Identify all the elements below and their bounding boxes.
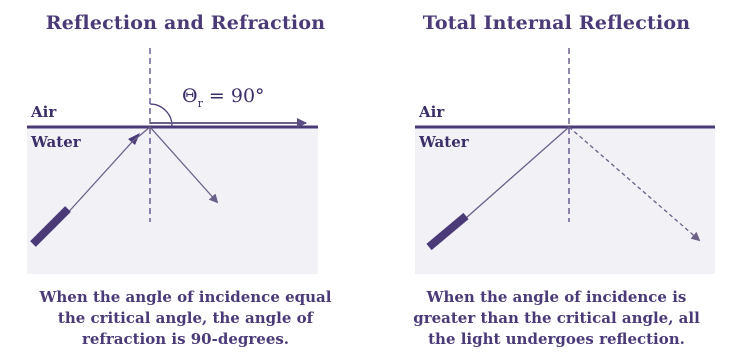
total-internal-reflection-panel: Total Internal Reflection Air Water When… [371,0,742,356]
reflected-ray [568,126,701,242]
caption-line: greater than the critical angle, all [413,309,700,327]
flashlight-icon [426,212,469,251]
angle-symbol: Θ [182,85,198,107]
caption-line: When the angle of incidence is [426,288,687,306]
incident-arrowhead [128,133,140,145]
right-diagram-svg [415,48,715,251]
panel-title: Reflection and Refraction [45,12,326,34]
air-label: Air [419,103,445,121]
caption-line: refraction is 90-degrees. [81,330,290,348]
flashlight-icon [30,206,71,247]
caption-line: the critical angle, the angle of [57,309,314,327]
angle-subscript: r [197,96,203,110]
water-label: Water [31,133,81,151]
incident-ray [465,126,570,219]
reflected-ray [149,126,219,204]
water-region [415,127,715,274]
water-label: Water [419,133,469,151]
caption-line: When the angle of incidence equal [39,288,332,306]
refraction-angle-label: Θr = 90° [182,85,265,110]
caption: When the angle of incidence is greater t… [371,287,742,350]
angle-value: = 90° [208,85,265,107]
panel-title: Total Internal Reflection [422,12,691,34]
incident-ray-end [131,126,151,143]
caption: When the angle of incidence equal the cr… [0,287,371,350]
reflection-refraction-panel: Reflection and Refraction Air Water Θr =… [0,12,371,350]
caption-line: the light undergoes reflection. [428,330,685,348]
air-label: Air [31,103,57,121]
left-diagram-svg [27,48,318,247]
